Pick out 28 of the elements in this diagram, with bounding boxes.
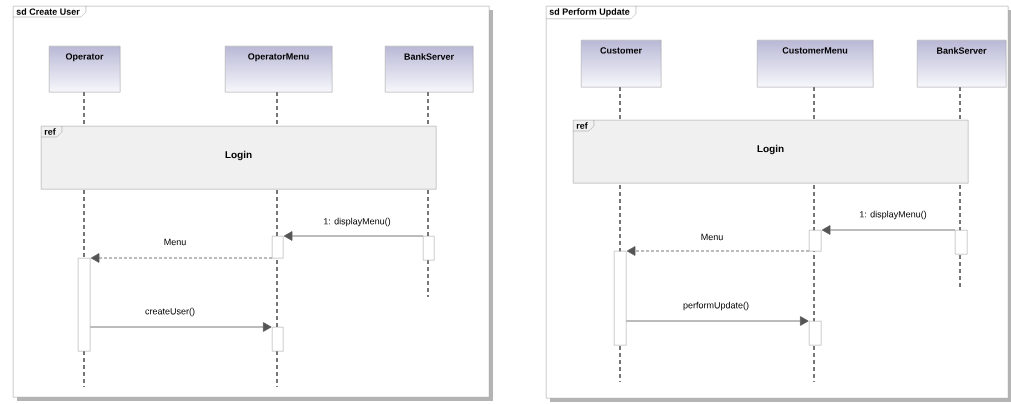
- lifeline-head: Customer: [581, 40, 662, 88]
- message-arrow: [283, 231, 424, 241]
- message-label: performUpdate(): [682, 300, 750, 312]
- activation-bar: [78, 258, 91, 352]
- lifeline-head: BankServer: [917, 40, 1007, 88]
- message-arrow: [90, 253, 273, 263]
- activation-bar: [614, 251, 627, 346]
- lifeline-head: Operator: [49, 46, 121, 93]
- message-label: Menu: [162, 237, 188, 247]
- message-arrow: [626, 316, 809, 326]
- activation-bar: [809, 321, 822, 346]
- activation-bar: [272, 236, 284, 259]
- message-label: createUser(): [144, 306, 196, 318]
- activation-bar: [272, 327, 284, 352]
- message-label: 1: displayMenu(): [858, 209, 928, 221]
- interaction-reference: ref Login: [40, 125, 437, 190]
- lifeline-head: CustomerMenu: [757, 40, 874, 88]
- activation-bar: [423, 236, 435, 261]
- activation-bar: [809, 230, 822, 252]
- activation-bar: [955, 230, 968, 255]
- message-arrow: [90, 322, 272, 332]
- lifeline-head: BankServer: [385, 46, 474, 93]
- message-label: Menu: [699, 232, 725, 242]
- lifeline-head: OperatorMenu: [225, 46, 333, 93]
- message-arrow: [626, 246, 810, 256]
- interaction-reference: ref Login: [572, 119, 969, 184]
- message-label: 1: displayMenu(): [322, 216, 392, 228]
- message-arrow: [821, 225, 956, 235]
